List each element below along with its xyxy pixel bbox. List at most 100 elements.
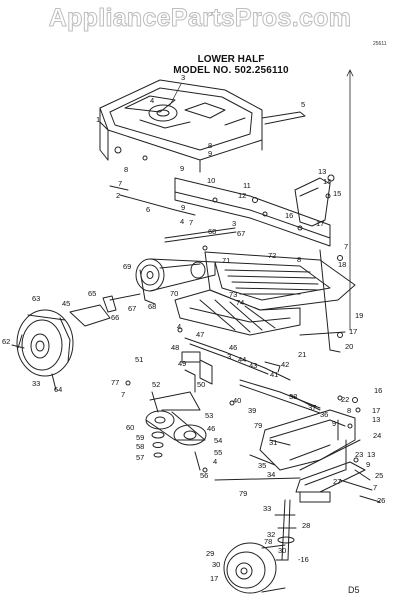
part-callout: 44 bbox=[238, 355, 246, 364]
part-callout: 39 bbox=[248, 406, 256, 415]
part-callout: 33 bbox=[263, 504, 271, 513]
part-callout: 7 bbox=[189, 218, 193, 227]
part-callout: 17 bbox=[210, 574, 218, 583]
part-callout: 20 bbox=[345, 342, 353, 351]
part-callout: 12 bbox=[238, 191, 246, 200]
part-callout: 64 bbox=[54, 385, 62, 394]
part-callout: 4 bbox=[150, 96, 154, 105]
part-callout: 45 bbox=[62, 299, 70, 308]
part-callout: 15 bbox=[333, 189, 341, 198]
part-callout: 7 bbox=[344, 242, 348, 251]
part-callout: 3 bbox=[232, 219, 236, 228]
part-callout: 52 bbox=[152, 380, 160, 389]
title-line-2: MODEL NO. 502.256110 bbox=[173, 65, 289, 76]
center-linkage bbox=[181, 337, 321, 414]
part-callout: 77 bbox=[111, 378, 119, 387]
part-callout: 34 bbox=[267, 470, 275, 479]
part-callout: 74 bbox=[236, 298, 244, 307]
part-callout: 27 bbox=[333, 477, 341, 486]
part-callout: 68 bbox=[208, 227, 216, 236]
part-callout: 56 bbox=[200, 471, 208, 480]
part-callout: 58 bbox=[136, 442, 144, 451]
part-callout: 8 bbox=[297, 255, 301, 264]
watermark: AppliancePartsPros.com bbox=[48, 4, 352, 33]
front-wheel-right bbox=[223, 542, 289, 594]
part-callout: 17 bbox=[372, 406, 380, 415]
part-callout: 32 bbox=[267, 530, 275, 539]
steering-rod bbox=[261, 111, 306, 125]
part-callout: 49 bbox=[178, 359, 186, 368]
part-callout: 79 bbox=[239, 489, 247, 498]
part-callout: 24 bbox=[373, 431, 381, 440]
part-callout: 51 bbox=[135, 355, 143, 364]
part-callout: 40 bbox=[233, 396, 241, 405]
part-callout: 23 bbox=[355, 450, 363, 459]
part-callout: 54 bbox=[214, 436, 222, 445]
part-callout: 17 bbox=[349, 327, 357, 336]
part-callout: 48 bbox=[171, 343, 179, 352]
idler-pulleys bbox=[145, 391, 207, 471]
part-callout: 11 bbox=[243, 181, 251, 190]
part-callout: 22 bbox=[341, 395, 349, 404]
brake-rod bbox=[119, 194, 196, 216]
part-callout: 33 bbox=[32, 379, 40, 388]
part-callout: 13 bbox=[372, 415, 380, 424]
part-callout: 5 bbox=[301, 100, 305, 109]
part-callout: 73 bbox=[229, 290, 237, 299]
part-callout: 63 bbox=[32, 294, 40, 303]
part-callout: 10 bbox=[207, 176, 215, 185]
part-callout: 7 bbox=[121, 390, 125, 399]
deck-grille bbox=[174, 251, 356, 336]
part-callout: 65 bbox=[88, 289, 96, 298]
part-callout: 70 bbox=[170, 289, 178, 298]
part-callout: 46 bbox=[229, 343, 237, 352]
page-code: D5 bbox=[348, 585, 360, 595]
part-callout: 25 bbox=[375, 471, 383, 480]
part-callout: 26 bbox=[377, 496, 385, 505]
part-callout: 67 bbox=[237, 229, 245, 238]
part-callout: 9 bbox=[208, 149, 212, 158]
part-callout: 42 bbox=[281, 360, 289, 369]
part-callout: 53 bbox=[205, 411, 213, 420]
part-callout: 60 bbox=[126, 423, 134, 432]
part-callout: 47 bbox=[196, 330, 204, 339]
part-callout: 8 bbox=[124, 165, 128, 174]
part-callout: 68 bbox=[148, 302, 156, 311]
part-callout: 9 bbox=[332, 419, 336, 428]
part-callout: 4 bbox=[180, 217, 184, 226]
part-callout: 35 bbox=[258, 461, 266, 470]
part-callout: 43 bbox=[249, 361, 257, 370]
part-callout: 57 bbox=[136, 453, 144, 462]
part-callout: 2 bbox=[116, 191, 120, 200]
part-callout: 9 bbox=[366, 460, 370, 469]
part-callout: 14 bbox=[323, 177, 331, 186]
part-callout: 38 bbox=[289, 392, 297, 401]
part-callout: 46 bbox=[207, 424, 215, 433]
part-callout: 29 bbox=[206, 549, 214, 558]
part-callout: 72 bbox=[268, 251, 276, 260]
part-callout: 4 bbox=[213, 457, 217, 466]
part-callout: 8 bbox=[347, 406, 351, 415]
part-callout: 50 bbox=[197, 380, 205, 389]
part-callout: 1 bbox=[96, 115, 100, 124]
part-callout: 78 bbox=[264, 537, 272, 546]
part-callout: 36 bbox=[320, 410, 328, 419]
part-callout: 30 bbox=[278, 546, 286, 555]
part-callout: 66 bbox=[111, 313, 119, 322]
part-callout: 13 bbox=[367, 450, 375, 459]
part-callout: 16 bbox=[285, 211, 293, 220]
title-line-1: LOWER HALF bbox=[197, 54, 265, 65]
part-callout: 4 bbox=[177, 322, 181, 331]
part-callout: 31 bbox=[269, 438, 277, 447]
part-callout: 17 bbox=[316, 219, 324, 228]
part-callout: 3 bbox=[227, 352, 231, 361]
part-callout: 30 bbox=[212, 560, 220, 569]
corner-code: 25611 bbox=[373, 41, 387, 47]
part-callout: 28 bbox=[302, 521, 310, 530]
part-callout: 59 bbox=[136, 433, 144, 442]
part-callout: 21 bbox=[298, 350, 306, 359]
part-callout: 18 bbox=[338, 260, 346, 269]
part-callout: 3 bbox=[181, 73, 185, 82]
part-callout: 69 bbox=[123, 262, 131, 271]
